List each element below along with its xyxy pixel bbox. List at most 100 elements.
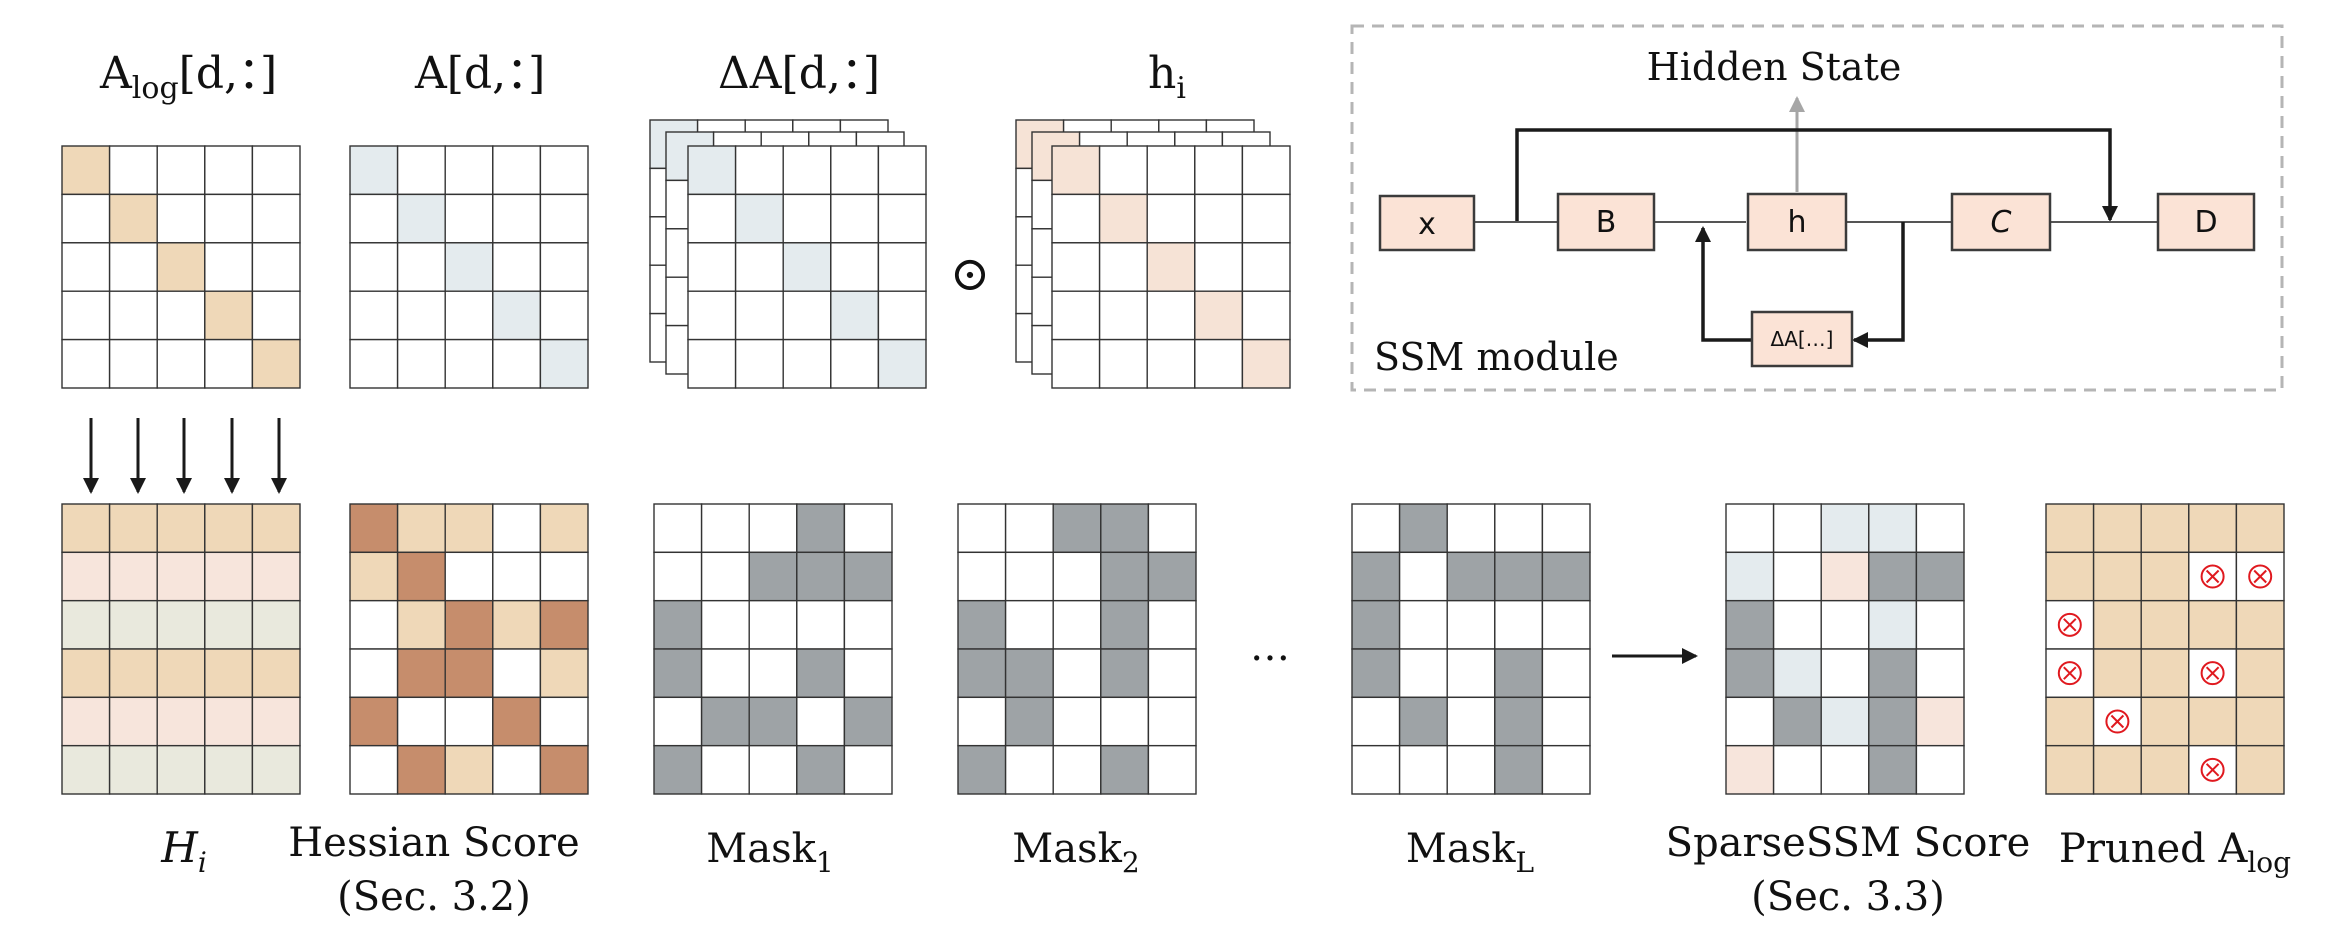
matrix-cell — [204, 599, 254, 650]
matrix-cell — [1351, 744, 1401, 795]
matrix-cell — [444, 290, 494, 341]
matrix-cell — [1772, 503, 1822, 554]
matrix-cell — [2092, 744, 2142, 795]
matrix-cell — [877, 242, 927, 292]
matrix-cell — [349, 242, 399, 292]
matrix-cell — [653, 551, 703, 602]
pruned-label: Pruned Alog — [2059, 826, 2291, 879]
matrix-cell — [349, 193, 399, 244]
mask-l-matrix — [1351, 503, 1591, 795]
matrix-cell — [1194, 193, 1244, 244]
matrix-cell — [2140, 744, 2190, 795]
hessian-label-line1: Hessian Score — [288, 820, 579, 866]
matrix-cell — [1541, 744, 1591, 795]
matrix-cell — [1351, 599, 1401, 650]
matrix-cell — [1772, 696, 1822, 747]
matrix-cell — [1494, 551, 1544, 602]
matrix-cell — [1868, 648, 1918, 699]
matrix-cell — [653, 599, 703, 650]
sparsessm-score-matrix — [1725, 503, 1965, 795]
matrix-cell — [349, 338, 399, 389]
matrix-cell — [108, 193, 158, 244]
matrix-cell — [251, 744, 301, 795]
matrix-cell — [251, 503, 301, 554]
matrix-cell — [687, 290, 737, 341]
matrix-cell — [204, 744, 254, 795]
matrix-cell — [1868, 599, 1918, 650]
h-layer-1 — [1051, 145, 1291, 389]
pruned-alog-matrix — [2045, 503, 2285, 795]
matrix-cell — [61, 744, 111, 795]
arrow-delta-a-to-b-h — [1695, 226, 1752, 342]
matrix-cell — [108, 338, 158, 389]
matrix-cell — [61, 242, 111, 292]
matrix-cell — [1098, 193, 1148, 244]
matrix-cell — [1004, 551, 1054, 602]
matrix-cell — [444, 503, 494, 554]
matrix-cell — [2140, 503, 2190, 554]
matrix-cell — [539, 290, 589, 341]
matrix-cell — [444, 145, 494, 196]
matrix-cell — [444, 338, 494, 389]
matrix-cell — [396, 648, 446, 699]
matrix-cell — [251, 648, 301, 699]
matrix-cell — [1868, 551, 1918, 602]
matrix-cell — [1147, 551, 1197, 602]
matrix-cell — [2188, 696, 2238, 747]
matrix-cell — [1494, 696, 1544, 747]
matrix-cell — [1004, 503, 1054, 554]
node-b: B — [1556, 192, 1656, 252]
h-stack — [1015, 119, 1291, 389]
matrix-cell — [156, 338, 206, 389]
matrix-cell — [1725, 648, 1775, 699]
matrix-cell — [957, 744, 1007, 795]
matrix-cell — [156, 193, 206, 244]
matrix-cell — [843, 744, 893, 795]
matrix-cell — [108, 551, 158, 602]
matrix-cell — [1100, 648, 1150, 699]
matrix-cell — [1098, 338, 1148, 389]
matrix-cell — [1351, 648, 1401, 699]
matrix-cell — [108, 599, 158, 650]
matrix-cell — [957, 648, 1007, 699]
matrix-cell — [539, 696, 589, 747]
matrix-cell — [1446, 551, 1496, 602]
matrix-cell — [61, 193, 111, 244]
matrix-cell — [1098, 290, 1148, 341]
matrix-cell — [782, 290, 832, 341]
matrix-cell — [61, 290, 111, 341]
matrix-cell — [1051, 145, 1101, 196]
svg-text:B: B — [1596, 205, 1617, 240]
matrix-cell — [492, 503, 542, 554]
matrix-cell — [1541, 648, 1591, 699]
matrix-cell — [830, 193, 880, 244]
pruned-marker-icon — [2057, 612, 2082, 637]
matrix-cell — [396, 338, 446, 389]
matrix-cell — [843, 503, 893, 554]
matrix-cell — [1146, 338, 1196, 389]
alog-label: Alog[d,：] — [99, 48, 277, 106]
svg-text:C: C — [1991, 205, 2012, 240]
matrix-cell — [1004, 744, 1054, 795]
matrix-cell — [251, 193, 301, 244]
node-c: C — [1950, 192, 2052, 252]
matrix-cell — [1446, 696, 1496, 747]
matrix-cell — [1398, 696, 1448, 747]
matrix-cell — [748, 551, 798, 602]
skip-connection-x-to-d — [1515, 128, 2118, 222]
matrix-cell — [1494, 744, 1544, 795]
matrix-cell — [2140, 648, 2190, 699]
matrix-cell — [1051, 290, 1101, 341]
h-label: hi — [1148, 48, 1186, 106]
matrix-cell — [687, 338, 737, 389]
matrix-cell — [1146, 193, 1196, 244]
matrix-cell — [156, 696, 206, 747]
matrix-cell — [1820, 551, 1870, 602]
matrix-cell — [1725, 599, 1775, 650]
matrix-cell — [61, 503, 111, 554]
matrix-cell — [796, 551, 846, 602]
matrix-cell — [796, 503, 846, 554]
node-h: h — [1746, 192, 1848, 252]
down-arrows — [83, 418, 287, 494]
